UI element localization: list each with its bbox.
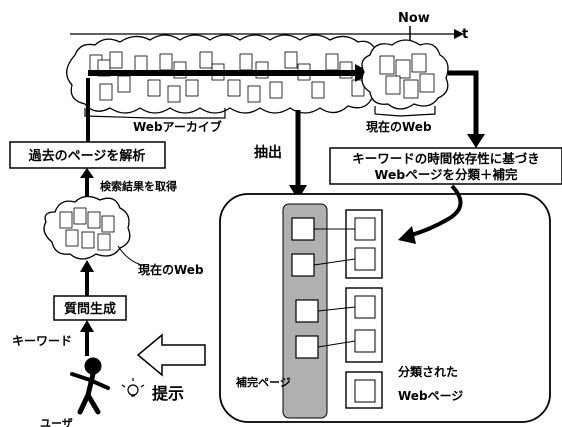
complement-page-2 [291,253,315,277]
generate-query-box: 質問生成 [53,295,127,321]
classify-to-panel-arrow [407,184,463,238]
archive-brace [84,108,226,119]
present-arrow [136,333,206,377]
complement-page-4 [295,335,319,359]
complement-page-3 [295,299,319,323]
time-axis-label: t [462,27,468,42]
now-label: Now [398,11,430,26]
user-label: ユーザ [40,417,73,427]
current-web-left-label: 現在のWeb [138,262,204,277]
analyze-past-box: 過去のページを解析 [9,141,166,169]
current-web-top-label: 現在のWeb [366,119,432,134]
complement-pages-label: 補完ページ [235,375,291,389]
current-web-cloud-top [361,39,449,110]
web-archive-label: Webアーカイブ [133,119,222,134]
user-figure [70,357,110,415]
present-label: 提示 [152,384,184,403]
generate-query-text: 質問生成 [64,301,116,317]
keyword-label: キーワード [12,334,72,348]
classify-box: キーワードの時間依存性に基づき Webページを分類＋補完 [329,147,562,185]
timeline: Now t [70,11,468,42]
classify-box-line2: Webページを分類＋補完 [374,167,518,182]
get-search-results-label: 検索結果を取得 [100,179,177,193]
lightbulb-icon [121,378,145,397]
classified-label-line1: 分類された [398,364,458,379]
complement-page-1 [291,217,315,241]
now-to-classify-arrow [448,70,479,140]
classified-label-line2: Webページ [398,389,463,403]
extract-label: 抽出 [254,144,282,161]
current-web-cloud-left [43,195,131,260]
analyze-past-text: 過去のページを解析 [28,148,146,164]
classify-box-line1: キーワードの時間依存性に基づき [352,151,540,166]
